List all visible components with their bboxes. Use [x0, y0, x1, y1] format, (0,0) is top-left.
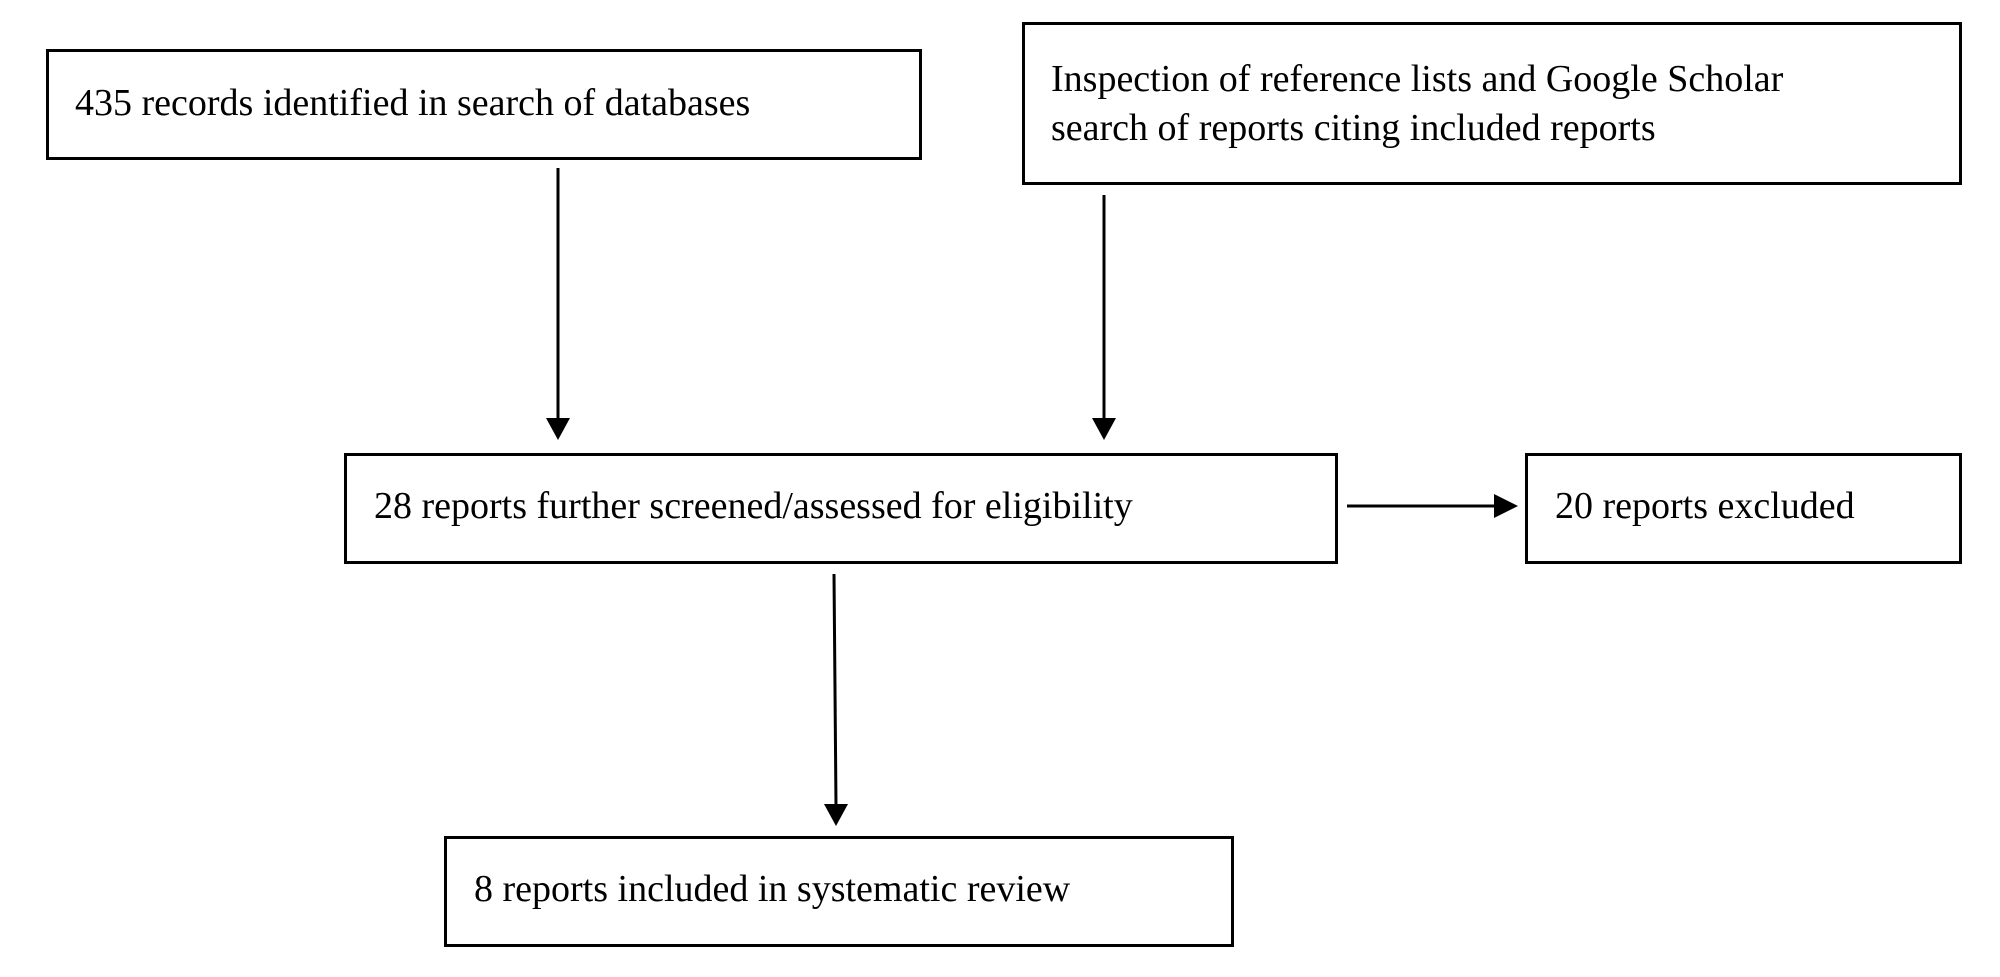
reference-inspection-box: Inspection of reference lists and Google… — [1022, 22, 1962, 185]
excluded-reports-text: 20 reports excluded — [1555, 485, 1855, 527]
screened-reports-text: 28 reports further screened/assessed for… — [374, 485, 1133, 527]
reference-inspection-text-line2: search of reports citing included report… — [1051, 107, 1656, 149]
arrow-screened-to-included — [832, 573, 838, 807]
arrowhead-databases — [546, 418, 570, 440]
databases-records-text: 435 records identified in search of data… — [75, 82, 751, 124]
arrowhead-inspection — [1092, 418, 1116, 440]
included-reports-box: 8 reports included in systematic review — [444, 836, 1234, 947]
excluded-reports-box: 20 reports excluded — [1525, 453, 1962, 564]
screened-reports-box: 28 reports further screened/assessed for… — [344, 453, 1338, 564]
included-reports-text: 8 reports included in systematic review — [474, 868, 1071, 910]
reference-inspection-text-line1: Inspection of reference lists and Google… — [1051, 58, 1784, 100]
arrowhead-included — [824, 804, 848, 826]
arrowhead-excluded — [1494, 494, 1518, 518]
databases-records-box: 435 records identified in search of data… — [46, 49, 922, 160]
